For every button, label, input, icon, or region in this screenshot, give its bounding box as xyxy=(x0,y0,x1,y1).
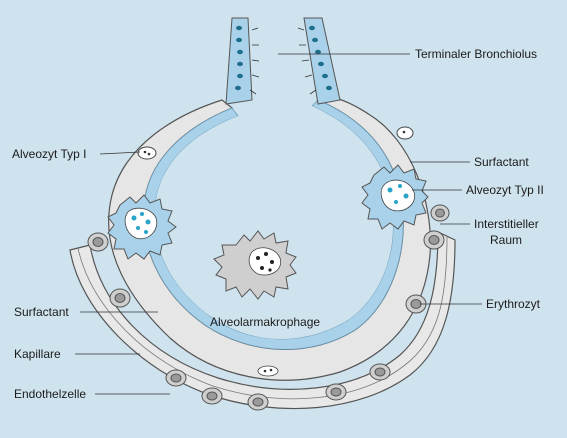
label-terminal-bronchiole: Terminaler Bronchiolus xyxy=(415,47,537,61)
bronchiole-epithelium-left xyxy=(226,18,259,104)
interstitial-cell xyxy=(258,366,278,376)
bronchiole-epithelium-right xyxy=(298,18,340,104)
label-alveolar-macrophage: Alveolarmakrophage xyxy=(210,315,320,329)
label-capillary: Kapillare xyxy=(14,347,61,361)
label-erythrocyte: Erythrozyt xyxy=(486,297,541,311)
alveocyte-type1-cell xyxy=(138,147,156,159)
label-alveocyte-type1: Alveozyt Typ I xyxy=(12,147,86,161)
label-endothelial: Endothelzelle xyxy=(14,387,86,401)
label-surfactant-right: Surfactant xyxy=(474,155,529,169)
alveocyte-type1-cell-right xyxy=(397,127,413,139)
label-alveocyte-type2: Alveozyt Typ II xyxy=(466,183,544,197)
label-interstitial-line1: Interstitieller xyxy=(474,217,539,231)
label-surfactant-left: Surfactant xyxy=(14,305,69,319)
label-interstitial-line2: Raum xyxy=(490,233,522,247)
